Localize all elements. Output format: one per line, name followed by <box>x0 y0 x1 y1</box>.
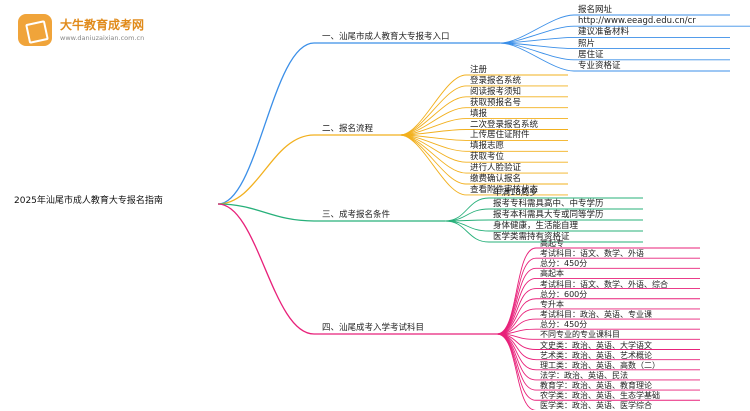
leaf-connector <box>496 257 700 335</box>
leaf-label: 总分：450分 <box>540 259 588 269</box>
branch-label: 三、成考报名条件 <box>322 210 391 220</box>
leaf-label: 法学：政治、英语、民法 <box>540 370 628 380</box>
leaf-label: 获取预报名号 <box>470 97 522 108</box>
leaf-label: 专业资格证 <box>578 61 621 71</box>
brand-name: 大牛教育成考网 <box>60 18 145 32</box>
leaf-label: 填报 <box>470 108 488 119</box>
leaf-label: 年满18周岁 <box>493 188 538 198</box>
leaf-label: 居住证 <box>578 49 604 60</box>
leaf-label: 专升本 <box>540 299 564 309</box>
leaf-connector <box>496 278 700 335</box>
book-icon <box>18 14 52 46</box>
branch-connector <box>217 134 400 205</box>
leaf-connector <box>399 96 568 136</box>
leaf-connector <box>444 220 643 243</box>
leaf-label: 身体健康，生活能自理 <box>493 221 579 231</box>
leaf-label: 考试科目：政治、英语、专业课 <box>540 310 652 320</box>
leaf-label: 总分：450分 <box>540 320 588 330</box>
leaf-label: 考试科目：语文、数学、外语 <box>540 249 644 259</box>
leaf-label: 查看附件审核状态 <box>470 184 539 195</box>
leaf-label: 缴费确认报名 <box>470 174 522 184</box>
brand-url: www.daniuzaixian.com.cn <box>60 34 145 42</box>
leaf-label: 上传居住证附件 <box>470 130 530 141</box>
leaf-connector <box>399 74 568 136</box>
leaf-label: 艺术类：政治、英语、艺术概论 <box>540 350 652 360</box>
leaf-connector <box>496 267 700 335</box>
branch-label: 四、汕尾成考入学考试科目 <box>322 323 425 333</box>
leaf-connector <box>499 42 730 72</box>
leaf-label: 高起本 <box>540 269 564 279</box>
leaf-connector <box>496 247 700 335</box>
leaf-label: 报考专科需具高中、中专学历 <box>493 199 604 209</box>
leaf-label: 注册 <box>470 65 488 75</box>
leaf-label: 报名网址 <box>578 5 613 15</box>
leaf-label: 阅读报考须知 <box>470 86 522 97</box>
leaf-label: 农学类：政治、英语、生态学基础 <box>540 391 660 401</box>
branch-connector <box>217 42 500 205</box>
brand-logo: 大牛教育成考网 www.daniuzaixian.com.cn <box>8 14 168 48</box>
leaf-label: 考试科目：语文、数学、外语、综合 <box>540 279 668 289</box>
leaf-label: 获取考位 <box>470 152 505 163</box>
branch-label: 一、汕尾市成人教育大专报考入口 <box>322 32 450 42</box>
leaf-connector <box>399 85 568 136</box>
leaf-label: 不同专业的专业课科目 <box>540 330 620 340</box>
leaf-label: 建议准备材料 <box>578 27 630 38</box>
branch-label: 二、报名流程 <box>322 124 374 134</box>
leaf-label: 二次登录报名系统 <box>470 119 539 130</box>
leaf-label: 医学类需持有资格证 <box>493 232 570 242</box>
leaf-label: http://www.eeagd.edu.cn/cr <box>578 16 696 27</box>
leaf-label: 照片 <box>578 38 596 49</box>
leaf-label: 登录报名系统 <box>470 75 522 86</box>
leaf-label: 医学类：政治、英语、医学综合 <box>540 401 652 411</box>
leaf-connector <box>499 42 730 50</box>
leaf-label: 报考本科需具大专或同等学历 <box>493 210 604 220</box>
leaf-connector <box>399 134 568 141</box>
branch-connector <box>217 203 445 222</box>
leaf-label: 填报志愿 <box>470 141 505 152</box>
leaf-connector <box>496 288 700 335</box>
root-topic: 2025年汕尾市成人教育大专报名指南 <box>14 196 163 206</box>
leaf-label: 理工类：政治、英语、高数（二） <box>540 360 660 370</box>
leaf-label: 教育学：政治、英语、教育理论 <box>540 381 652 391</box>
leaf-label: 高起专 <box>540 239 564 248</box>
leaf-label: 进行人脸验证 <box>470 163 522 174</box>
leaf-label: 文史类：政治、英语、大学语文 <box>540 340 652 350</box>
leaf-label: 总分：600分 <box>540 289 588 299</box>
leaf-connector <box>399 134 568 196</box>
branch-connector <box>217 203 497 335</box>
